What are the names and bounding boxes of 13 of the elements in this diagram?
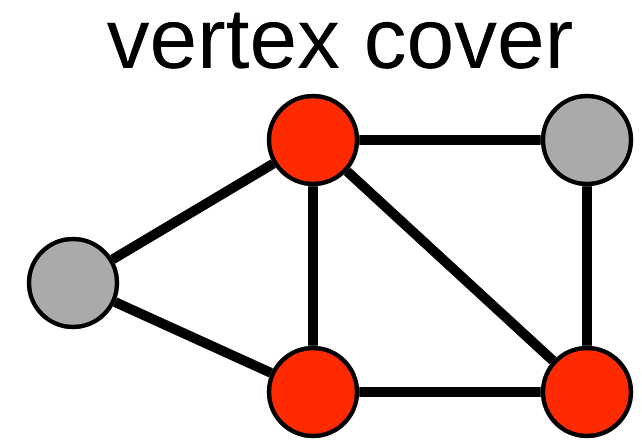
edge-line	[113, 298, 273, 378]
title: vertex cover	[106, 12, 572, 69]
vertex-circle	[26, 236, 120, 330]
edge-line	[308, 186, 318, 346]
edge-line	[110, 159, 276, 264]
vertex-circle	[540, 94, 634, 186]
edge-line	[582, 186, 592, 346]
edge-line	[344, 168, 556, 364]
edge-line	[359, 134, 541, 145]
edge-line	[359, 386, 541, 397]
vertex-circle	[266, 346, 360, 438]
vertex-circle	[540, 346, 634, 438]
vertex-circle	[266, 94, 360, 186]
